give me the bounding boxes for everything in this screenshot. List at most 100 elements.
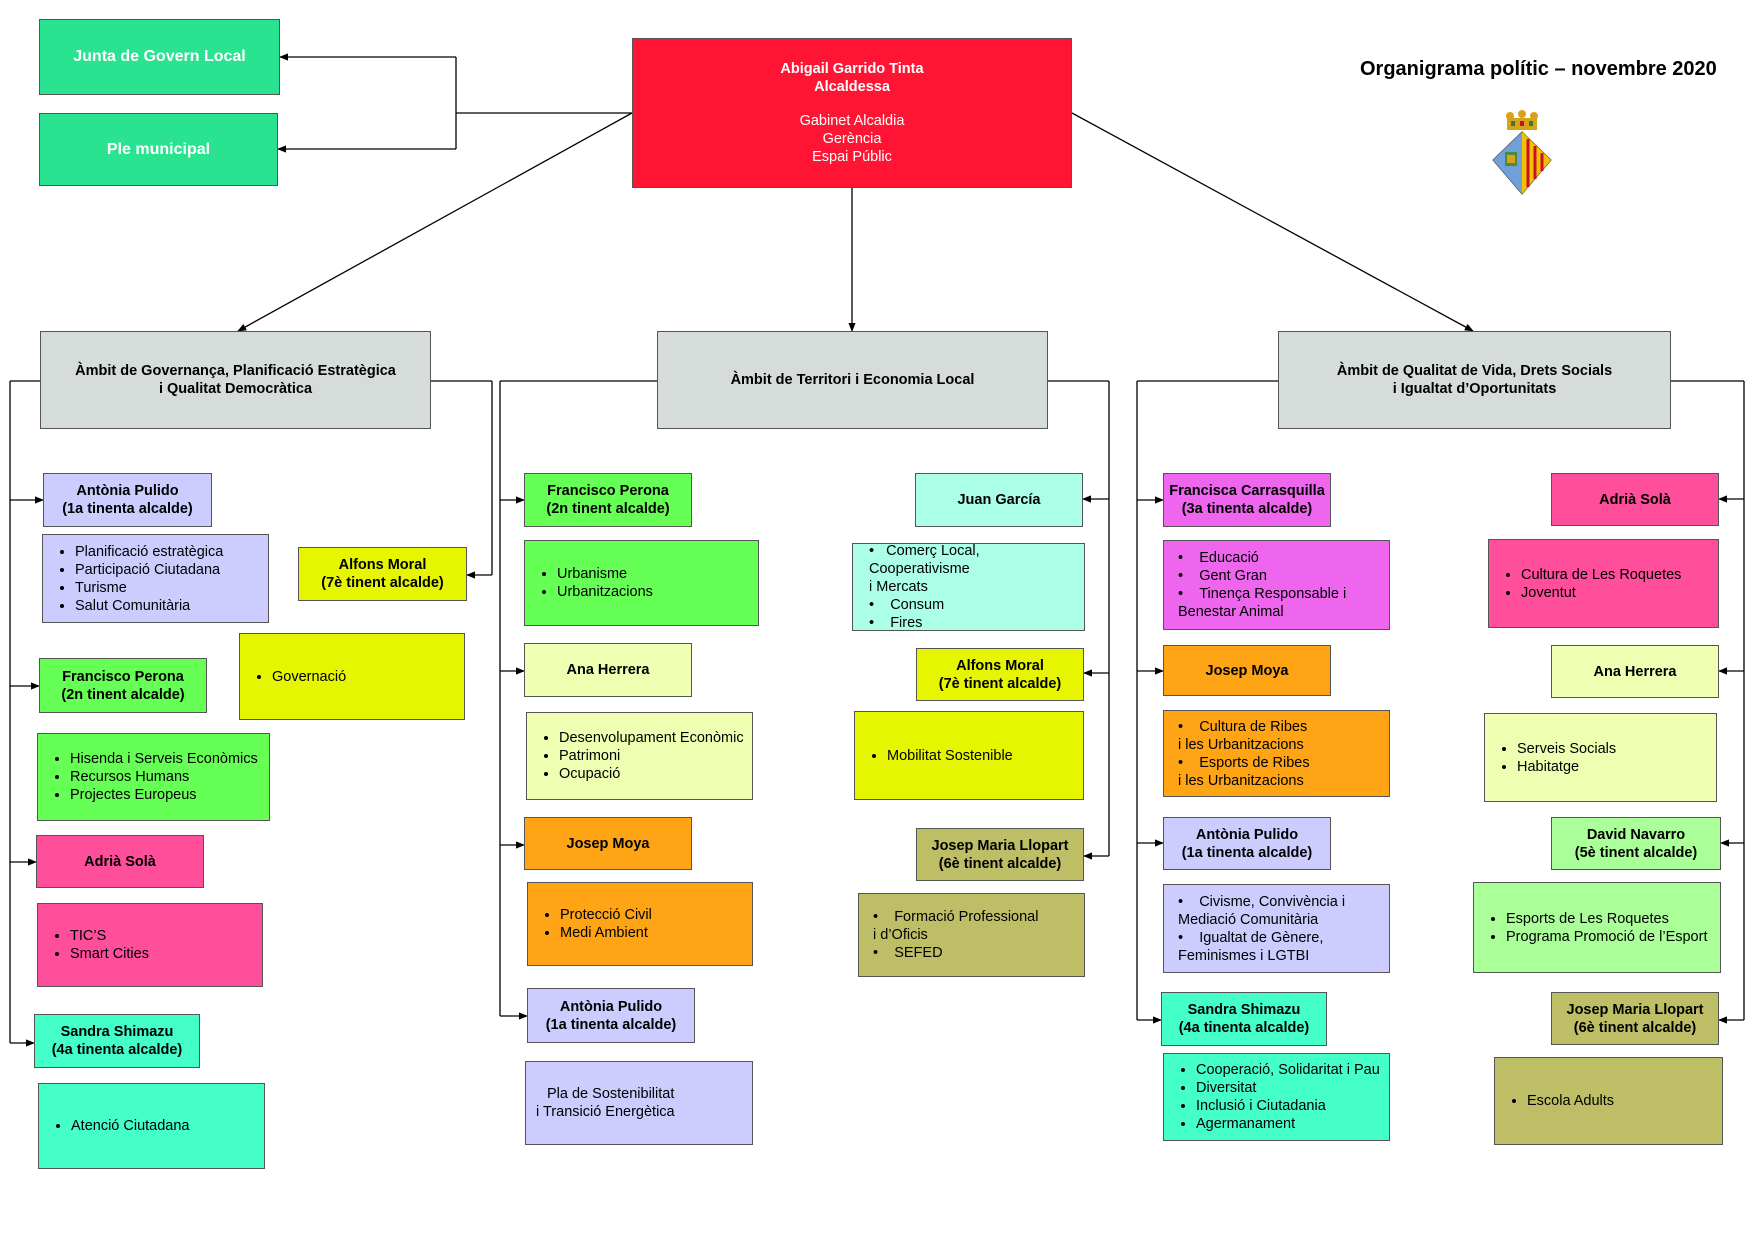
responsibilities-box: TIC’S Smart Cities <box>37 903 263 987</box>
list-item-line: i les Urbanitzacions <box>1178 736 1304 753</box>
list-item-line: • Igualtat de Gènere, <box>1178 929 1324 946</box>
list-item: Esports de Les Roquetes <box>1506 910 1707 928</box>
list-item: Salut Comunitària <box>75 597 223 615</box>
person-box-alfons-moral: Alfons Moral (7è tinent alcalde) <box>916 648 1084 701</box>
list-item: Escola Adults <box>1527 1092 1614 1110</box>
list-item-line: • Comerç Local, Cooperativisme <box>869 543 980 577</box>
person-name: Adrià Solà <box>1599 491 1671 508</box>
responsibilities-box: Protecció Civil Medi Ambient <box>527 882 753 966</box>
list-item-line: Feminismes i LGTBI <box>1178 947 1310 964</box>
person-box-josep-maria-llopart: Josep Maria Llopart (6è tinent alcalde) <box>916 828 1084 881</box>
list-item: Hisenda i Serveis Econòmics <box>70 750 258 768</box>
person-role: (7è tinent alcalde) <box>321 575 444 591</box>
responsibilities-box: Pla de Sostenibilitat i Transició Energè… <box>525 1061 753 1145</box>
list-item: Recursos Humans <box>70 768 258 786</box>
list-item: • Tinença Responsable i Benestar Animal <box>1178 585 1346 621</box>
person-box-francisca-carrasquilla: Francisca Carrasquilla (3a tinenta alcal… <box>1163 473 1331 527</box>
person-box-ana-herrera: Ana Herrera <box>1551 645 1719 698</box>
person-box-antonia-pulido: Antònia Pulido (1a tinenta alcalde) <box>527 988 695 1043</box>
list-item-line: • Esports de Ribes <box>1178 754 1310 771</box>
responsibilities-box: Cultura de Les Roquetes Joventut <box>1488 539 1719 628</box>
list-item-line: Mediació Comunitària <box>1178 911 1319 928</box>
list-item: • Consum <box>869 597 945 613</box>
ambit-title: Àmbit de Governança, Planificació Estrat… <box>75 363 396 379</box>
list-item: Programa Promoció de l’Esport <box>1506 928 1707 946</box>
list-item: Pla de Sostenibilitat i Transició Energè… <box>536 1085 675 1121</box>
list-item: Diversitat <box>1196 1079 1380 1097</box>
list-item: Desenvolupament Econòmic <box>559 729 744 747</box>
mayor-area: Gabinet Alcaldia <box>799 113 905 129</box>
person-box-josep-moya: Josep Moya <box>524 817 692 870</box>
person-box-josep-moya: Josep Moya <box>1163 645 1331 696</box>
mayor-role: Alcaldessa <box>814 79 890 95</box>
person-box-francisco-perona: Francisco Perona (2n tinent alcalde) <box>524 473 692 527</box>
responsibilities-box: Esports de Les Roquetes Programa Promoci… <box>1473 882 1721 973</box>
responsibilities-box: Mobilitat Sostenible <box>854 711 1084 800</box>
responsibilities-box: • Cultura de Ribes i les Urbanitzacions … <box>1163 710 1390 797</box>
list-item: • Educació <box>1178 550 1259 566</box>
responsibilities-box: • Civisme, Convivència i Mediació Comuni… <box>1163 884 1390 973</box>
person-role: (2n tinent alcalde) <box>546 501 670 517</box>
person-role: (1a tinenta alcalde) <box>62 501 193 517</box>
list-item-line: i les Urbanitzacions <box>1178 772 1304 789</box>
person-name: Francisco Perona <box>547 483 669 499</box>
responsibilities-box: Atenció Ciutadana <box>38 1083 265 1169</box>
person-name: Antònia Pulido <box>559 998 663 1015</box>
ambit-title: i Qualitat Democràtica <box>158 381 313 397</box>
ambit-governanca-box: Àmbit de Governança, Planificació Estrat… <box>40 331 431 429</box>
person-name: Ana Herrera <box>1593 663 1677 680</box>
person-box-antonia-pulido: Antònia Pulido (1a tinenta alcalde) <box>1163 817 1331 870</box>
responsibilities-box: Governació <box>239 633 465 720</box>
person-box-ana-herrera: Ana Herrera <box>524 643 692 697</box>
junta-label: Junta de Govern Local <box>73 48 246 65</box>
responsibilities-box: Escola Adults <box>1494 1057 1723 1145</box>
ambit-title: i Igualtat d’Oportunitats <box>1392 381 1557 397</box>
list-item: • Cultura de Ribes i les Urbanitzacions <box>1178 718 1310 754</box>
person-name: Josep Maria Llopart <box>931 837 1069 854</box>
list-item-line: Pla de Sostenibilitat <box>547 1086 675 1102</box>
ambit-territori-box: Àmbit de Territori i Economia Local <box>657 331 1048 429</box>
list-item: Smart Cities <box>70 945 149 963</box>
person-name: Antònia Pulido <box>76 483 179 499</box>
responsibilities-box: • Comerç Local, Cooperativisme i Mercats… <box>852 543 1085 631</box>
responsibilities-box: Hisenda i Serveis Econòmics Recursos Hum… <box>37 733 270 821</box>
list-item: • SEFED <box>873 945 943 961</box>
list-item: • Igualtat de Gènere, Feminismes i LGTBI <box>1178 929 1345 965</box>
person-role: (5è tinent alcalde) <box>1574 844 1698 861</box>
list-item: Governació <box>272 668 346 686</box>
list-item: TIC’S <box>70 927 149 945</box>
responsibilities-box: Urbanisme Urbanitzacions <box>524 540 759 626</box>
person-name: Josep Moya <box>1205 662 1289 679</box>
mayor-area: Gerència <box>822 131 882 147</box>
person-role: (6è tinent alcalde) <box>1573 1019 1697 1036</box>
person-role: (1a tinenta alcalde) <box>1181 844 1313 861</box>
list-item: Medi Ambient <box>560 924 652 942</box>
list-item-line: • Cultura de Ribes <box>1178 718 1308 735</box>
responsibilities-box: Planificació estratègica Participació Ci… <box>42 534 269 623</box>
list-item: Ocupació <box>559 765 744 783</box>
ple-municipal-box: Ple municipal <box>39 113 278 186</box>
responsibilities-box: • Educació • Gent Gran • Tinença Respons… <box>1163 540 1390 630</box>
list-item: Urbanisme <box>557 565 653 583</box>
list-item-line: • Civisme, Convivència i <box>1178 893 1346 910</box>
list-item: Planificació estratègica <box>75 543 223 561</box>
list-item: Cultura de Les Roquetes <box>1521 566 1681 584</box>
person-role: (4a tinenta alcalde) <box>1178 1020 1310 1036</box>
person-box-adria-sola: Adrià Solà <box>1551 473 1719 526</box>
list-item-line: • Formació Professional <box>873 909 1039 925</box>
person-role: (7è tinent alcalde) <box>938 675 1062 692</box>
list-item: Atenció Ciutadana <box>71 1117 190 1135</box>
list-item: Protecció Civil <box>560 906 652 924</box>
person-box-juan-garcia: Juan García <box>915 473 1083 527</box>
person-name: Sandra Shimazu <box>60 1024 174 1040</box>
list-item: Joventut <box>1521 584 1681 602</box>
list-item-line: Benestar Animal <box>1178 604 1284 620</box>
list-item: • Formació Professional i d’Oficis <box>873 908 1038 944</box>
person-box-sandra-shimazu: Sandra Shimazu (4a tinenta alcalde) <box>34 1014 200 1068</box>
responsibilities-box: Cooperació, Solidaritat i Pau Diversitat… <box>1163 1053 1390 1141</box>
list-item-line: • Tinença Responsable i <box>1178 586 1347 602</box>
ambit-title: Àmbit de Territori i Economia Local <box>730 372 975 388</box>
list-item: Mobilitat Sostenible <box>887 747 1013 765</box>
person-box-alfons-moral: Alfons Moral (7è tinent alcalde) <box>298 547 467 601</box>
